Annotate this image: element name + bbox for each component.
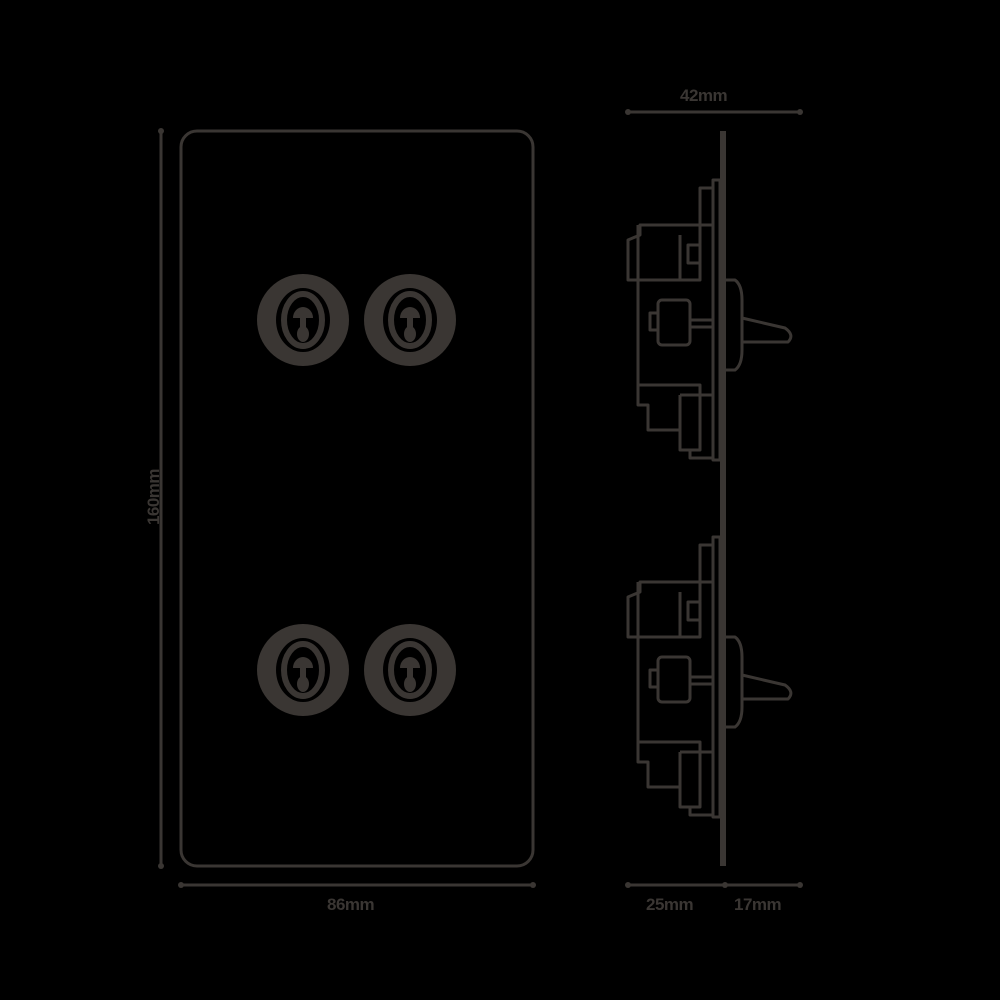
side-plate xyxy=(720,131,726,866)
front-depth-label: 17mm xyxy=(734,895,782,914)
toggle-switch-icon xyxy=(364,274,456,366)
switch-mechanism-icon xyxy=(626,178,793,462)
toggle-switch-icon xyxy=(364,624,456,716)
toggle-switch-icon xyxy=(257,274,349,366)
height-label: 160mm xyxy=(144,468,164,526)
toggle-switch-icon xyxy=(257,624,349,716)
back-depth-label: 25mm xyxy=(646,895,694,914)
switch-plate-outline xyxy=(179,129,535,868)
total-depth-label: 42mm xyxy=(680,86,728,105)
width-label: 86mm xyxy=(327,895,375,914)
switch-mechanism-icon xyxy=(626,535,793,819)
